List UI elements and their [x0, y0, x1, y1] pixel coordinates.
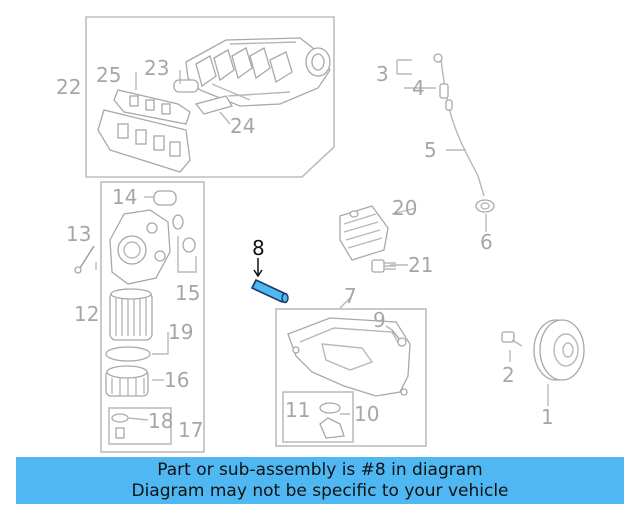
label-17: 17	[178, 418, 203, 442]
bolt-2-illustration	[501, 331, 523, 347]
label-8: 8	[252, 236, 265, 260]
dipstick-illustration	[433, 53, 495, 213]
oil-cooler-illustration	[339, 205, 389, 261]
gasket-25-illustration	[113, 89, 191, 125]
banner-line-part: Part or sub-assembly is #8 in diagram	[157, 459, 483, 480]
banner-line-disclaimer: Diagram may not be specific to your vehi…	[131, 480, 509, 501]
part-8-illustration	[250, 278, 289, 304]
label-15: 15	[175, 281, 200, 305]
intake-manifold-group-box	[85, 16, 335, 178]
label-16: 16	[164, 368, 189, 392]
oil-filter-group-box	[100, 181, 205, 453]
info-banner: Part or sub-assembly is #8 in diagram Di…	[16, 457, 624, 504]
label-6: 6	[480, 230, 493, 254]
oring-19-illustration	[105, 346, 151, 362]
label-20: 20	[392, 196, 417, 220]
label-23: 23	[144, 56, 169, 80]
drain-plug-subgroup-box	[108, 407, 172, 445]
label-25: 25	[96, 63, 121, 87]
filter-element-12-illustration	[109, 288, 153, 341]
label-22: 22	[56, 75, 81, 99]
bolt-13-illustration	[74, 245, 95, 274]
manifold-flange-illustration	[97, 109, 191, 173]
label-2: 2	[502, 363, 515, 387]
label-18: 18	[148, 409, 173, 433]
label-4: 4	[412, 76, 425, 100]
filter-cap-16-illustration	[105, 365, 149, 397]
label-24: 24	[230, 114, 255, 138]
label-14: 14	[112, 185, 137, 209]
gasket-11-illustration	[319, 402, 341, 414]
label-12: 12	[74, 302, 99, 326]
label-1: 1	[541, 405, 554, 429]
gasket-23-illustration	[173, 79, 199, 93]
gasket-14-illustration	[153, 190, 177, 206]
label-13: 13	[66, 222, 91, 246]
pulley-illustration	[533, 319, 585, 381]
orings-15-illustration	[172, 214, 196, 253]
label-21: 21	[408, 253, 433, 277]
bolt-9-illustration	[391, 329, 407, 347]
gasket-subgroup-box	[282, 391, 354, 443]
oil-pan-illustration	[287, 317, 411, 397]
label-19: 19	[168, 320, 193, 344]
label-11: 11	[285, 398, 310, 422]
gasket-24-illustration	[194, 95, 233, 115]
label-3: 3	[376, 62, 389, 86]
oil-pan-group-box	[275, 308, 427, 447]
sealant-10-illustration	[319, 417, 345, 439]
intake-manifold-illustration	[185, 37, 331, 107]
oil-filter-housing-illustration	[109, 209, 171, 285]
label-5: 5	[424, 138, 437, 162]
label-9: 9	[373, 308, 386, 332]
bolt-21-illustration	[371, 259, 396, 273]
label-10: 10	[354, 402, 379, 426]
label-7: 7	[344, 284, 357, 308]
drain-plug-18-illustration	[111, 413, 129, 439]
